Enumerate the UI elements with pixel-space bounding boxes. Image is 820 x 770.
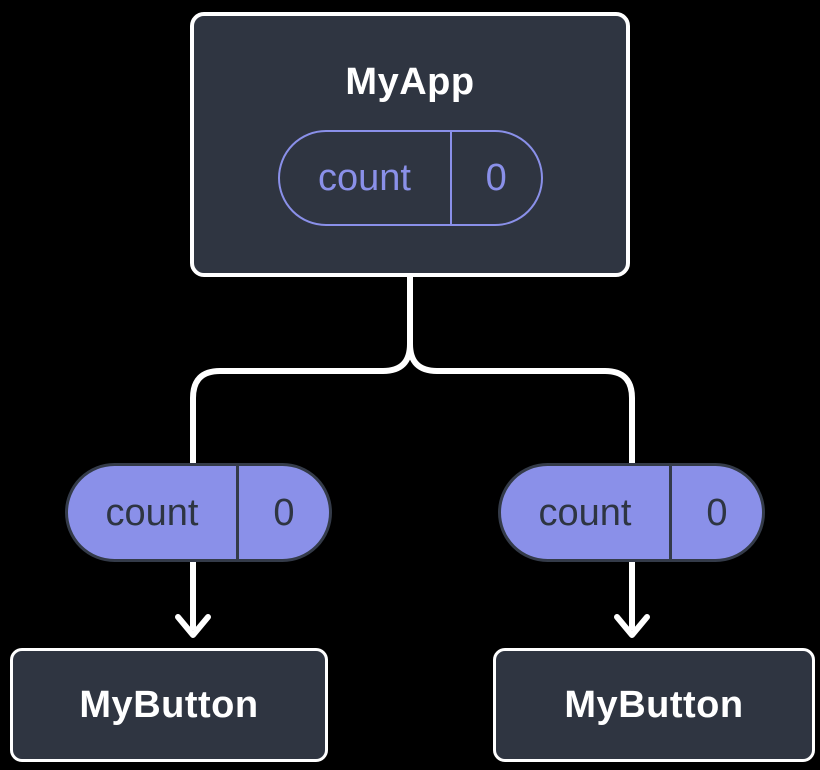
prop-pill-right-value: 0 — [706, 491, 728, 534]
child-node-left: MyButton — [10, 648, 328, 762]
state-pill-name: count — [318, 157, 411, 199]
child-node-right-title: MyButton — [564, 683, 744, 726]
parent-node-myapp: MyApp count 0 — [190, 12, 630, 277]
prop-pill-left-value: 0 — [273, 491, 295, 534]
arrowhead-right-icon — [614, 614, 650, 638]
state-pill: count 0 — [277, 130, 543, 226]
child-node-right: MyButton — [493, 648, 815, 762]
arrowhead-left-icon — [175, 614, 211, 638]
prop-pill-left-name: count — [105, 491, 199, 534]
prop-pill-right-name: count — [538, 491, 632, 534]
prop-pill-left-divider — [236, 466, 239, 559]
state-pill-value: 0 — [485, 157, 507, 199]
parent-node-title: MyApp — [345, 61, 475, 103]
prop-pill-right: count 0 — [498, 463, 765, 562]
connector-branch-left — [190, 273, 413, 630]
prop-pill-left: count 0 — [65, 463, 332, 562]
connector-branch-right — [407, 273, 635, 630]
prop-pill-right-divider — [669, 466, 672, 559]
state-pill-divider — [449, 132, 452, 224]
child-node-left-title: MyButton — [79, 683, 259, 726]
